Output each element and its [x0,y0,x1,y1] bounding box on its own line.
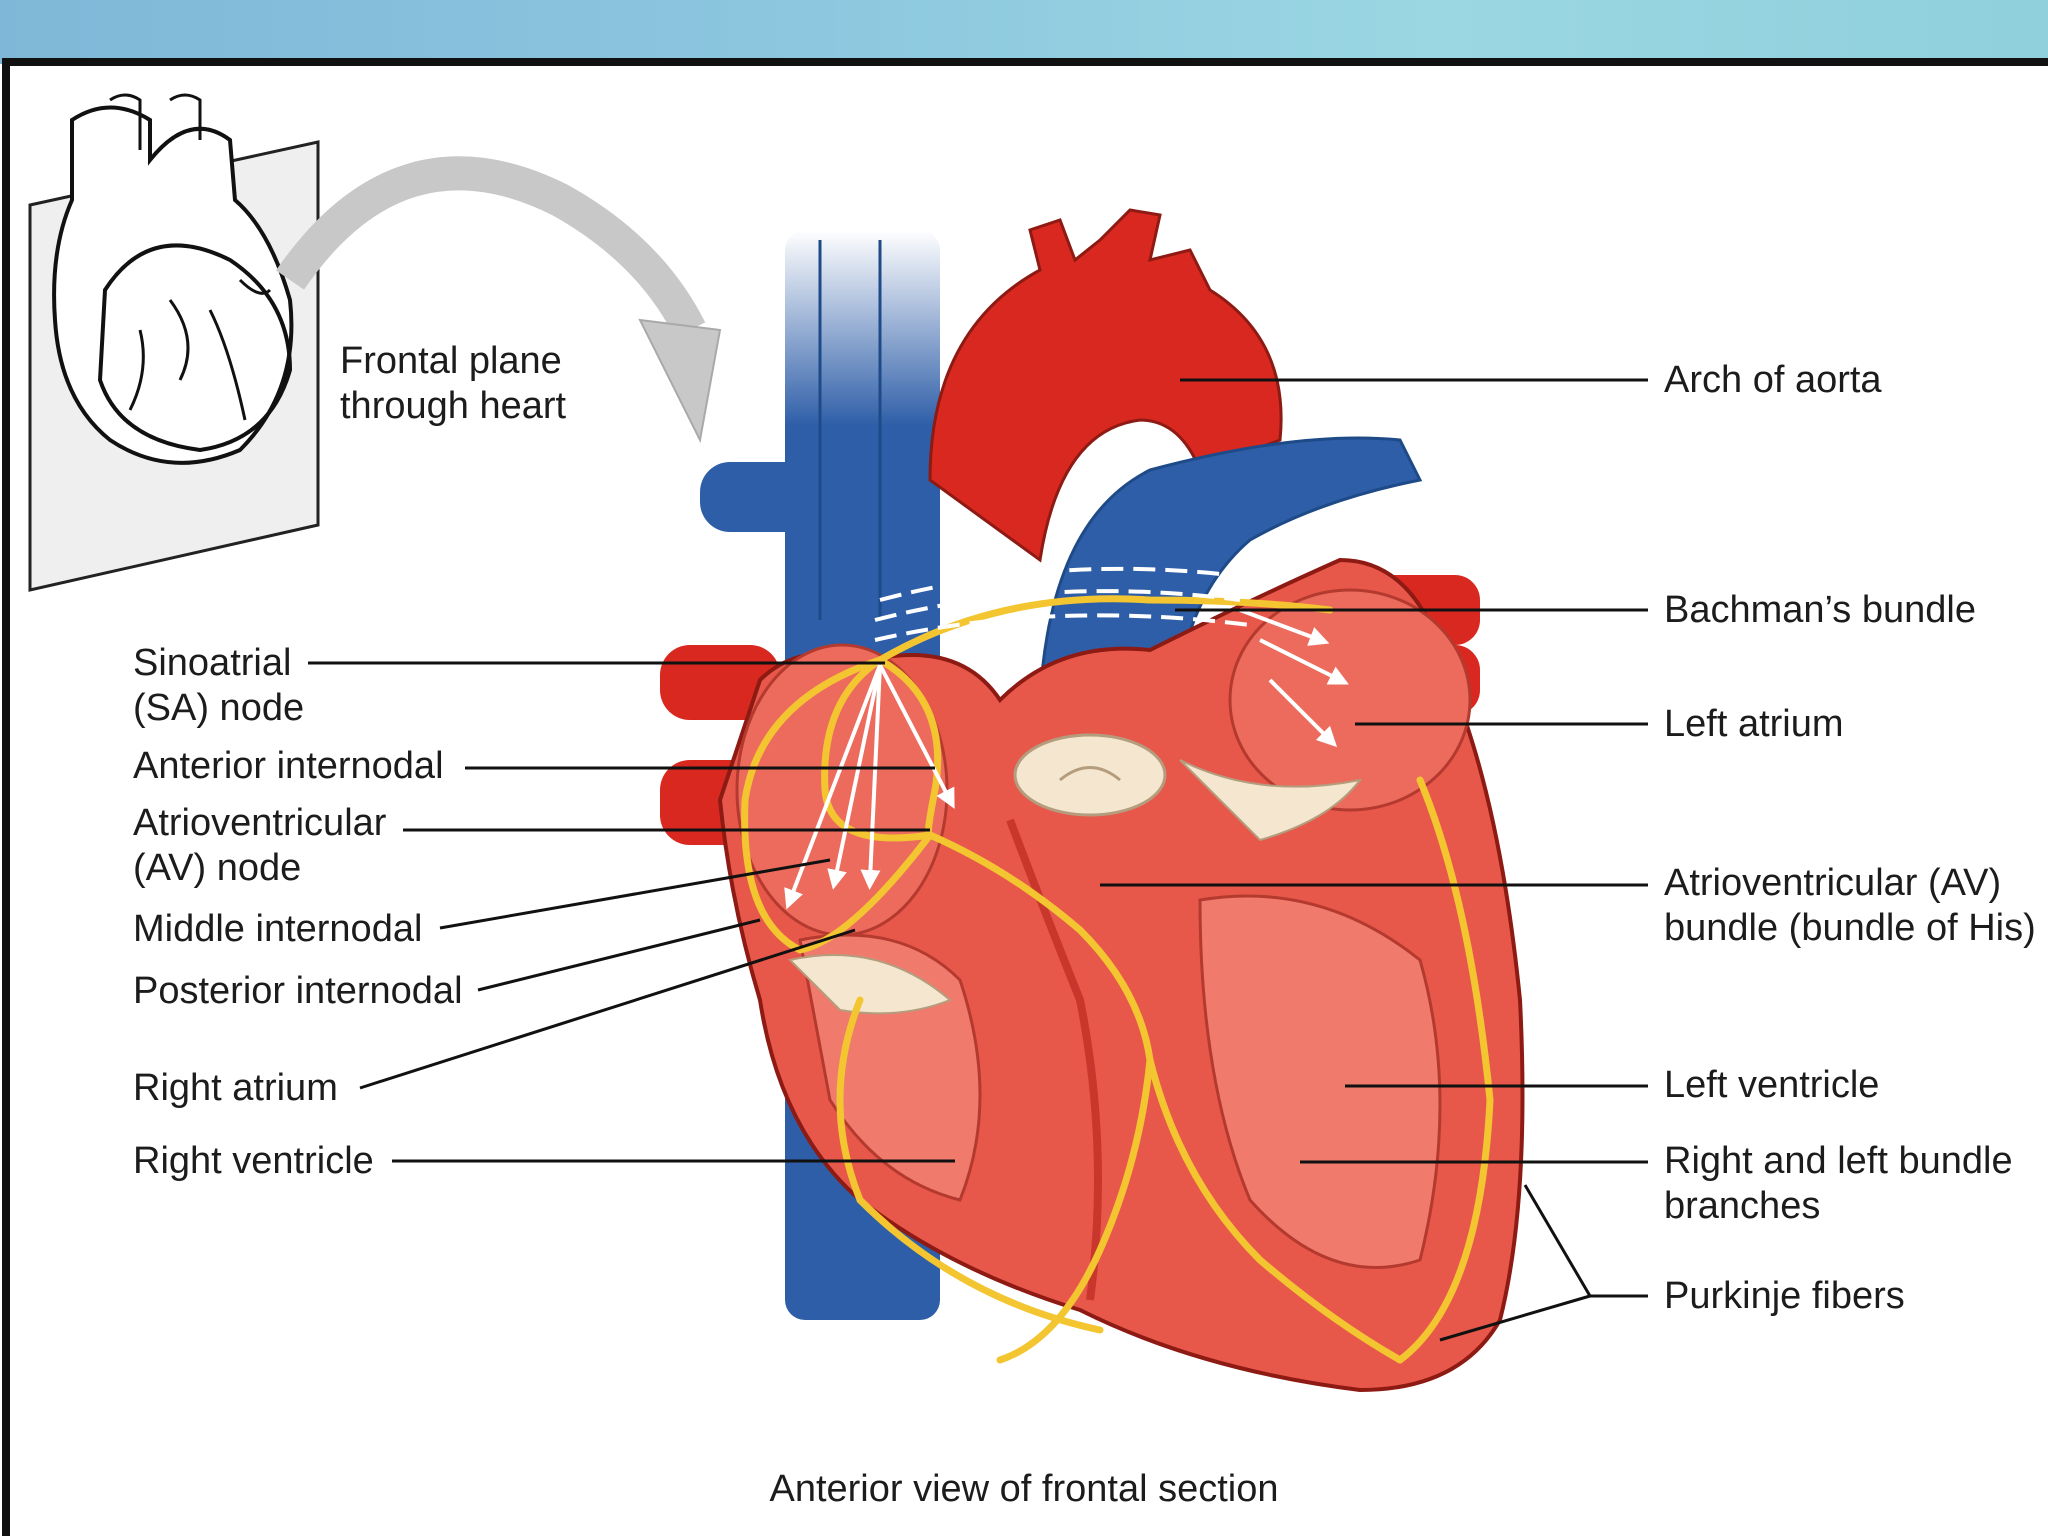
label-av-node-line1: Atrioventricular [133,802,387,844]
label-left-ventricle: Left ventricle [1664,1064,1880,1106]
frontal-plane-label-1: Frontal plane [340,340,562,382]
label-posterior-internodal: Posterior internodal [133,970,463,1012]
bachmans-bundle-lines [874,566,1251,642]
plane-to-section-arrow [275,156,722,444]
heart-valves [788,733,1363,1015]
label-purkinje-fibers: Purkinje fibers [1664,1275,1905,1317]
label-anterior-internodal: Anterior internodal [133,745,444,787]
impulse-arrows [784,608,1349,910]
label-right-atrium: Right atrium [133,1067,338,1109]
label-bachmans-bundle: Bachman’s bundle [1664,589,1976,631]
frontal-plane-inset [28,93,320,592]
label-arch-of-aorta: Arch of aorta [1664,359,1882,401]
label-av-bundle-line1: Atrioventricular (AV) [1664,862,2002,904]
label-sa-node-line2: (SA) node [133,687,305,729]
slide-header-band [0,0,2048,64]
label-left-atrium: Left atrium [1664,703,1844,745]
label-sa-node-line1: Sinoatrial [133,642,292,684]
frontal-plane-label-2: through heart [340,385,567,427]
leader-lines [308,378,1648,1342]
label-right-ventricle: Right ventricle [133,1140,374,1182]
label-av-bundle-line2: bundle (bundle of His) [1664,907,2036,949]
label-av-node-line2: (AV) node [133,847,302,889]
label-middle-internodal: Middle internodal [133,908,423,950]
figure-caption: Anterior view of frontal section [769,1468,1279,1510]
label-bundle-branches-line2: branches [1664,1185,1821,1227]
label-bundle-branches-line1: Right and left bundle [1664,1140,2013,1182]
